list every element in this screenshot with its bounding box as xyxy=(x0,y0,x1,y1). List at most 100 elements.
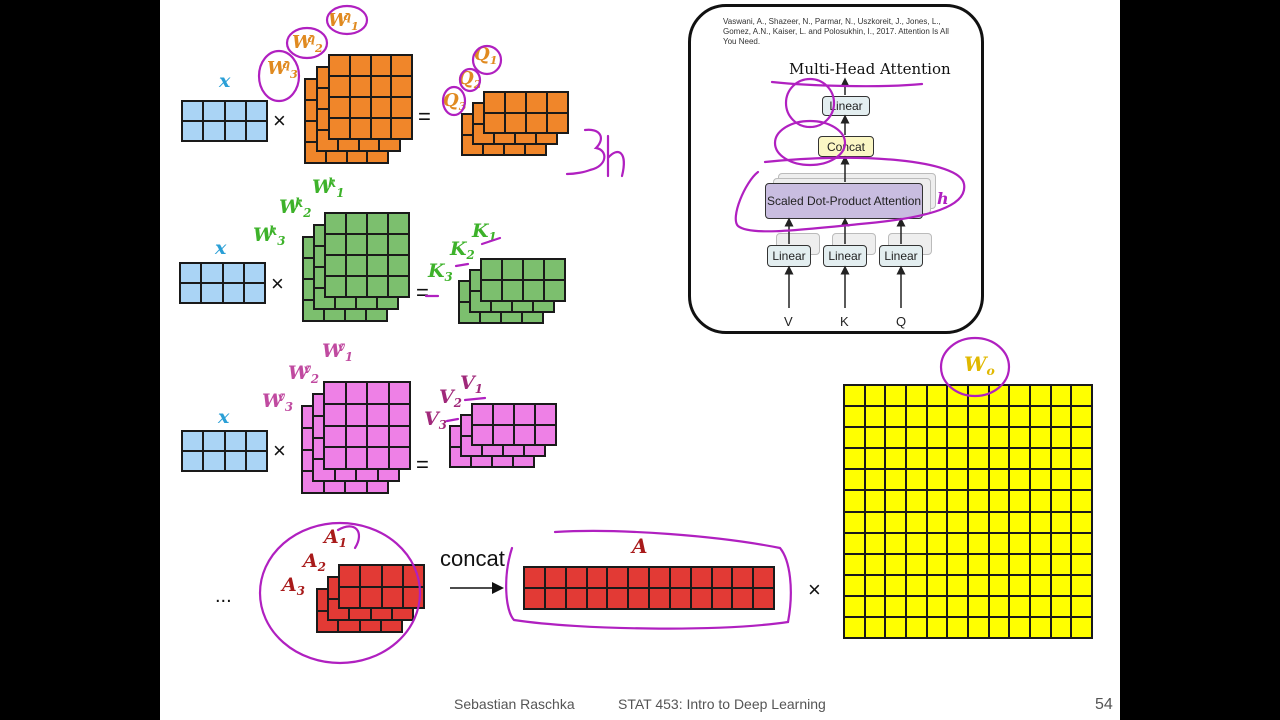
wo-matrix xyxy=(843,384,1093,639)
a-concat-matrix-cell xyxy=(608,568,628,587)
x-matrix-k-cell xyxy=(244,264,264,282)
reference-citation: Vaswani, A., Shazeer, N., Parmar, N., Us… xyxy=(723,17,949,46)
q-matrix-1-cell xyxy=(548,93,567,112)
wq-matrix-1 xyxy=(328,54,413,140)
wo-matrix-cell xyxy=(886,449,905,469)
wo-matrix-cell xyxy=(1072,386,1091,406)
wq-matrix-1-cell xyxy=(371,56,391,75)
wo-matrix-cell xyxy=(845,386,864,406)
x-matrix-q-cell xyxy=(183,122,203,140)
wq-matrix-1-cell xyxy=(392,119,411,138)
wq-matrix-1-cell xyxy=(371,119,391,138)
a2-label: A2 xyxy=(303,550,326,575)
q-matrix-1-cell xyxy=(527,113,546,132)
a3-label: A3 xyxy=(282,574,305,599)
wo-matrix-cell xyxy=(1072,617,1091,637)
wo-matrix-cell xyxy=(865,428,885,448)
wo-matrix-cell xyxy=(865,386,885,406)
wo-matrix-cell xyxy=(927,533,947,553)
wo-matrix-cell xyxy=(1010,533,1029,553)
wv-matrix-1-cell xyxy=(346,448,366,468)
wo-matrix-cell xyxy=(948,407,967,427)
wo-matrix-cell xyxy=(1010,596,1029,616)
k-matrix-1 xyxy=(480,258,566,302)
wo-matrix-cell xyxy=(927,554,947,574)
wo-matrix-cell xyxy=(1030,470,1050,490)
wo-matrix-cell xyxy=(989,554,1009,574)
wo-matrix-cell xyxy=(948,575,967,595)
wo-matrix-cell xyxy=(1072,407,1091,427)
wo-matrix-cell xyxy=(927,407,947,427)
k-matrix-1-cell xyxy=(482,281,501,300)
wo-matrix-cell xyxy=(1030,554,1050,574)
v-matrix-1-cell xyxy=(536,405,555,424)
wv-matrix-1-cell xyxy=(325,404,345,425)
x-matrix-q-cell xyxy=(183,102,203,120)
wo-matrix-cell xyxy=(927,617,947,637)
wo-matrix-cell xyxy=(989,470,1009,490)
wq2-label: Wq2 xyxy=(292,31,323,55)
wo-matrix-cell xyxy=(968,449,988,469)
wo-matrix-cell xyxy=(865,407,885,427)
mha-input-v: V xyxy=(784,314,793,329)
wo-matrix-cell xyxy=(989,491,1009,511)
wv-matrix-1-cell xyxy=(346,426,366,447)
wo-matrix-cell xyxy=(886,617,905,637)
x-matrix-v-cell xyxy=(183,432,203,450)
a-concat-matrix-cell xyxy=(670,589,690,608)
wo-matrix-cell xyxy=(989,575,1009,595)
wo-matrix-cell xyxy=(1051,575,1071,595)
k1-label: K1 xyxy=(472,220,497,245)
wo-matrix-cell xyxy=(906,575,926,595)
wq1-label: Wq1 xyxy=(328,9,359,33)
v-matrix-1 xyxy=(471,403,557,446)
v-matrix-1-cell xyxy=(473,425,492,444)
k-matrix-1-cell xyxy=(503,260,522,279)
wo-matrix-cell xyxy=(886,386,905,406)
wo-matrix-cell xyxy=(1051,428,1071,448)
a-concat-matrix-cell xyxy=(587,568,607,587)
a-concat-matrix xyxy=(523,566,775,610)
wq-matrix-1-cell xyxy=(371,77,391,96)
wk-matrix-1-cell xyxy=(389,277,408,296)
a-concat-matrix-cell xyxy=(754,589,773,608)
wo-matrix-cell xyxy=(927,596,947,616)
slide: x x x × = × = × = Wq1 Wq2 Wq3 Q1 Q2 Q3 W… xyxy=(160,0,1120,720)
q-matrix-1-cell xyxy=(506,93,525,112)
mha-input-q: Q xyxy=(896,314,907,329)
wk-matrix-1-cell xyxy=(389,214,408,233)
wo-matrix-cell xyxy=(948,512,967,532)
wq-matrix-1-cell xyxy=(392,56,411,75)
wo-matrix-cell xyxy=(1051,617,1071,637)
wo-matrix-cell xyxy=(927,428,947,448)
mha-linear-q: Linear xyxy=(879,245,923,267)
a1-label: A1 xyxy=(324,526,347,551)
v-matrix-1-cell xyxy=(473,405,492,424)
wk2-label: Wk2 xyxy=(279,195,312,221)
wv-matrix-1-cell xyxy=(346,383,366,403)
wo-matrix-cell xyxy=(886,491,905,511)
wo-matrix-cell xyxy=(1030,596,1050,616)
q-matrix-1-cell xyxy=(485,113,504,132)
wo-matrix-cell xyxy=(968,617,988,637)
q-times: × xyxy=(273,108,286,133)
wo-matrix-cell xyxy=(1010,470,1029,490)
wo-matrix-cell xyxy=(865,596,885,616)
wo-matrix-cell xyxy=(906,554,926,574)
wo-matrix-cell xyxy=(927,491,947,511)
x-matrix-q-cell xyxy=(246,102,266,120)
x-matrix-v xyxy=(181,430,268,472)
q-matrix-1-cell xyxy=(527,93,546,112)
wv-matrix-1-cell xyxy=(368,426,388,447)
wo-matrix-cell xyxy=(886,407,905,427)
k-equals: = xyxy=(416,280,429,305)
v-matrix-1-cell xyxy=(515,405,534,424)
wq3-label: Wq3 xyxy=(267,57,298,81)
wo-matrix-cell xyxy=(845,596,864,616)
a-head-matrix-1-cell xyxy=(403,587,423,607)
wv-matrix-1-cell xyxy=(325,426,345,447)
wo-matrix-cell xyxy=(1010,491,1029,511)
v-matrix-1-cell xyxy=(494,405,513,424)
wv-matrix-1-cell xyxy=(346,404,366,425)
wo-matrix-cell xyxy=(968,512,988,532)
